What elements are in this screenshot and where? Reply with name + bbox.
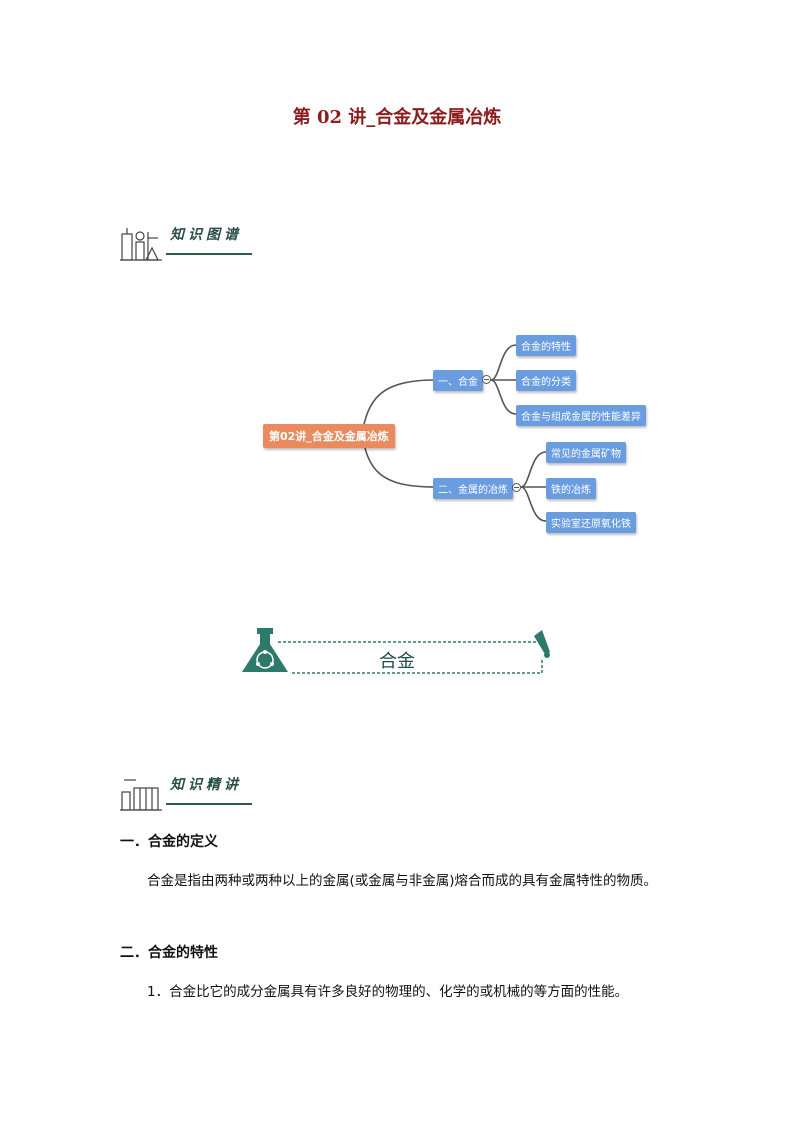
mindmap-leaf: 铁的冶炼	[546, 478, 596, 499]
flask-icon	[242, 628, 288, 672]
mindmap-leaf: 合金的特性	[516, 335, 576, 356]
lab-equipment-icon	[120, 779, 162, 811]
section-underline	[166, 803, 252, 805]
mindmap-branch-smelting: 二、金属的冶炼	[433, 478, 513, 499]
mindmap-root: 第02讲_合金及金属冶炼	[263, 424, 395, 448]
test-tube-icon	[534, 630, 550, 658]
heading-alloy-properties: 二．合金的特性	[120, 945, 218, 961]
paragraph-alloy-properties: 1．合金比它的成分金属具有许多良好的物理的、化学的或机械的等方面的性能。	[147, 984, 629, 1000]
banner-title: 合金	[379, 651, 415, 672]
section-label: 知识精讲	[170, 777, 242, 793]
section-header-knowledge-map: 知识图谱	[118, 218, 258, 268]
mindmap-leaf: 合金的分类	[516, 370, 576, 391]
lab-equipment-icon	[120, 228, 162, 261]
collapse-toggle-icon[interactable]	[482, 375, 491, 384]
mindmap-leaf: 实验室还原氧化铁	[546, 512, 636, 533]
section-label: 知识图谱	[170, 227, 242, 243]
mindmap-branch-alloy: 一、合金	[433, 370, 483, 391]
section-header-knowledge-explain: 知识精讲	[118, 768, 258, 818]
page-title: 第 02 讲_合金及金属冶炼	[292, 107, 502, 128]
collapse-toggle-icon[interactable]	[512, 483, 521, 492]
mindmap-leaf: 常见的金属矿物	[546, 442, 626, 463]
heading-alloy-definition: 一．合金的定义	[120, 834, 218, 850]
topic-banner	[242, 628, 550, 674]
mindmap-leaf: 合金与组成金属的性能差异	[516, 405, 646, 426]
section-underline	[166, 253, 252, 255]
paragraph-alloy-definition: 合金是指由两种或两种以上的金属(或金属与非金属)熔合而成的具有金属特性的物质。	[147, 873, 658, 889]
